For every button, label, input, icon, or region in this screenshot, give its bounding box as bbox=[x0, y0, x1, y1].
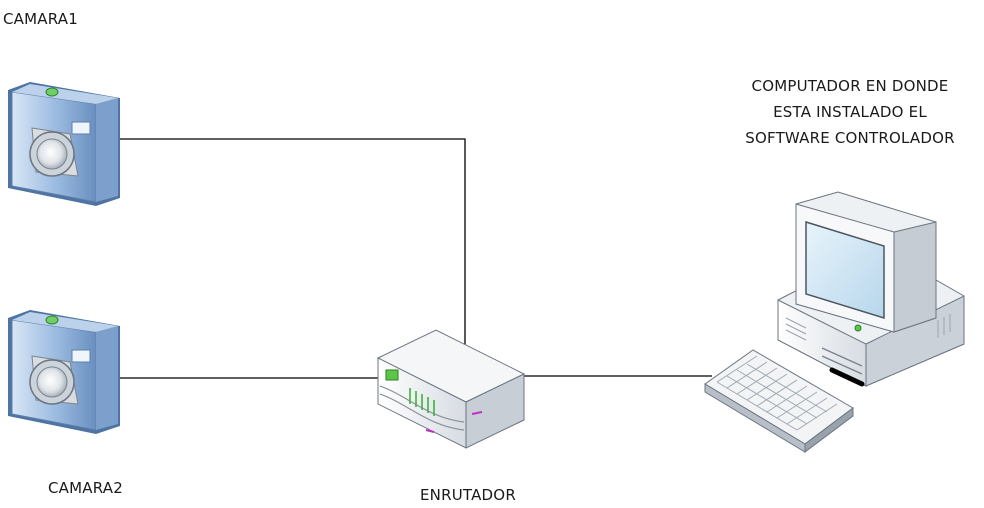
computer-icon bbox=[777, 191, 965, 387]
keyboard-icon bbox=[704, 349, 854, 453]
computer-label: COMPUTADOR EN DONDE ESTA INSTALADO EL SO… bbox=[716, 73, 984, 151]
camera2-label: CAMARA2 bbox=[48, 479, 123, 497]
camera1-label: CAMARA1 bbox=[3, 10, 78, 28]
computer-label-line-2: ESTA INSTALADO EL bbox=[773, 103, 927, 121]
computer-label-line-1: COMPUTADOR EN DONDE bbox=[751, 77, 949, 95]
router-label: ENRUTADOR bbox=[420, 486, 516, 504]
link-camera1-router bbox=[120, 138, 466, 350]
computer-label-line-3: SOFTWARE CONTROLADOR bbox=[745, 129, 955, 147]
router-icon bbox=[376, 329, 526, 449]
connection-lines bbox=[120, 138, 712, 379]
camera-icon bbox=[8, 310, 120, 434]
camera-icon bbox=[8, 82, 120, 206]
